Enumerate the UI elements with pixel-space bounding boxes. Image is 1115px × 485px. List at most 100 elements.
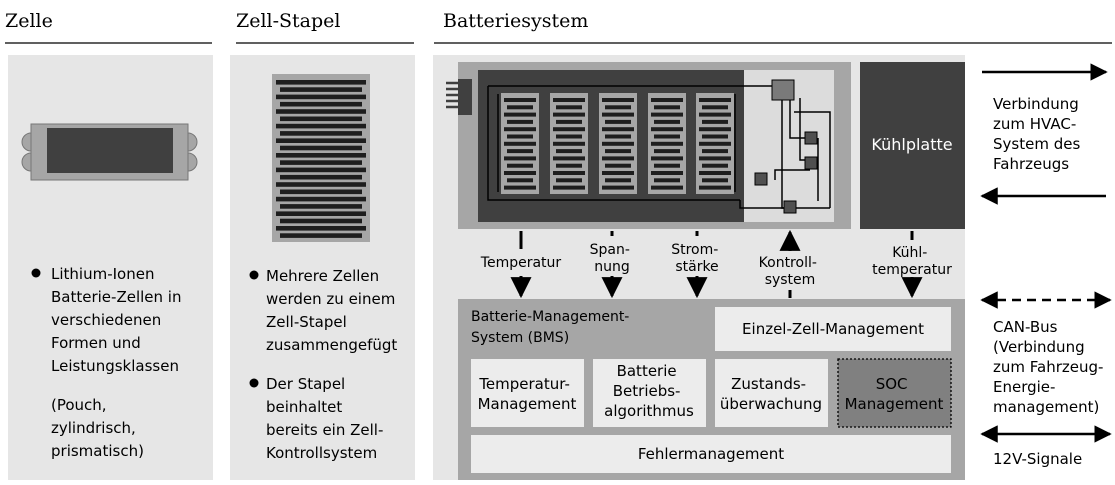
cell-stack-bar xyxy=(553,185,585,190)
cell-stack-bar xyxy=(556,178,582,183)
pack-connector xyxy=(446,79,472,115)
pack-wiring xyxy=(487,85,831,209)
stack-cell-bar xyxy=(276,123,366,129)
fehlermanagement-box xyxy=(471,435,951,473)
cell-stack-bar xyxy=(556,134,582,139)
cell-stack-bar xyxy=(699,127,731,132)
hvac-connection-label: Verbindung zum HVAC- System des Fahrzeug… xyxy=(993,95,1085,173)
cell-stack-bar xyxy=(507,178,533,183)
cell-stack-bar xyxy=(654,105,680,110)
cell-stack-bar xyxy=(504,127,536,132)
pouch-cell-illustration xyxy=(21,123,198,181)
stack-cell-bar xyxy=(276,153,366,158)
cell-stack-bar xyxy=(553,171,585,175)
stack-cell-bar xyxy=(276,138,366,143)
signal-stromstaerke: Strom- stärke xyxy=(671,242,723,275)
cell-stack-bar xyxy=(504,171,536,175)
cell-stack-bar xyxy=(504,112,536,117)
cell-stack-bar xyxy=(651,141,683,146)
signal-arrows xyxy=(510,229,923,299)
cell-stack-bar xyxy=(507,149,533,154)
heading-batteriesystem: Batteriesystem xyxy=(443,10,588,32)
signal-kontrollsystem: Kontroll- system xyxy=(759,255,822,288)
betriebsalgorithmus-label: Batterie Betriebs- algorithmus xyxy=(604,362,694,420)
cell-stack-bar xyxy=(651,156,683,161)
betriebsalgorithmus-box xyxy=(593,359,706,427)
stack-cell-bar xyxy=(280,233,362,238)
cell-stack-bar xyxy=(507,134,533,139)
cell-stack-bar xyxy=(702,149,728,154)
stapel-bullet-2-text: Der Stapel beinhaltet bereits ein Zell- … xyxy=(266,375,388,462)
cell-stack-bar xyxy=(702,163,728,168)
cell-stack-bar xyxy=(651,98,683,102)
cell-stack-bar xyxy=(654,163,680,168)
cell-stack-bar xyxy=(605,105,631,110)
cell-stack-bar xyxy=(556,163,582,168)
temperatur-management-box xyxy=(471,359,584,427)
cell-stack-bar xyxy=(504,156,536,161)
can-bus-label: CAN-Bus (Verbindung zum Fahrzeug- Energi… xyxy=(993,318,1108,416)
stack-cell-bar xyxy=(280,160,362,165)
temperatur-management-label: Temperatur- Management xyxy=(478,375,577,413)
cell-stack-bar xyxy=(605,163,631,168)
cell-stack-bar xyxy=(602,127,634,132)
cell-stack-bar xyxy=(553,156,585,161)
soc-management-box xyxy=(837,358,952,428)
zelle-bullet xyxy=(31,268,41,278)
cell-stack-bar xyxy=(556,149,582,154)
cell-stack-bar xyxy=(556,105,582,110)
cell-stack-bar xyxy=(651,127,683,132)
cell-stack-bar xyxy=(507,119,533,124)
heading-zelle: Zelle xyxy=(5,10,53,32)
cell-stack-bar xyxy=(553,98,585,102)
signal-spannung: Span- nung xyxy=(590,242,635,275)
cell-stack-bar xyxy=(654,134,680,139)
stack-cell-bar xyxy=(280,101,362,107)
stack-cell-bar xyxy=(276,167,366,173)
stack-cell-bar xyxy=(280,174,362,180)
signal-temperatur: Temperatur xyxy=(480,255,562,271)
stack-cell-bar xyxy=(280,189,362,195)
stack-cell-bar xyxy=(276,211,366,216)
kuehlplatte-box xyxy=(860,62,965,229)
right-arrows xyxy=(980,63,1112,443)
12v-signale-label: 12V-Signale xyxy=(993,450,1082,468)
cell-stack-bar xyxy=(654,178,680,183)
cell-stack-bar xyxy=(602,112,634,117)
cell-stack-bar xyxy=(699,156,731,161)
cell-stack-bar xyxy=(602,185,634,190)
cell-stack-bar xyxy=(702,119,728,124)
stapel-bullet-1 xyxy=(249,270,259,280)
cell-stack-bars xyxy=(276,80,366,238)
cell-stacks-in-pack xyxy=(501,93,734,194)
cell-stack-bar xyxy=(602,98,634,102)
cell-stack-bar xyxy=(605,178,631,183)
zelle-bullet-text: Lithium-Ionen Batterie-Zellen in verschi… xyxy=(51,265,186,375)
bms-title: Batterie-Management- System (BMS) xyxy=(471,309,634,346)
stapel-bullet-1-text: Mehrere Zellen werden zu einem Zell-Stap… xyxy=(266,267,400,354)
cell-stack-bar xyxy=(556,119,582,124)
soc-management-label: SOC Management xyxy=(845,375,944,413)
cell-stack-bar xyxy=(699,185,731,190)
cell-stack-bar xyxy=(507,105,533,110)
cell-stack-bar xyxy=(651,185,683,190)
cell-stack-bar xyxy=(699,98,731,102)
zustandsueberwachung-label: Zustands- überwachung xyxy=(720,375,822,413)
kuehlplatte-label: Kühlplatte xyxy=(871,135,952,154)
cell-stack-bar xyxy=(602,141,634,146)
stack-cell-bar xyxy=(280,204,362,209)
stack-cell-bar xyxy=(276,109,366,114)
stapel-bullet-2 xyxy=(249,378,259,388)
cell-stack-bar xyxy=(651,171,683,175)
cell-stack-bar xyxy=(699,112,731,117)
cell-stack-bar xyxy=(654,149,680,154)
stack-cell-bar xyxy=(276,196,366,202)
cell-stack-bar xyxy=(602,156,634,161)
cell-stack-bar xyxy=(605,149,631,154)
control-nodes xyxy=(754,79,818,214)
stack-cell-bar xyxy=(276,80,366,85)
stack-cell-bar xyxy=(276,226,366,231)
zustandsueberwachung-box xyxy=(715,359,828,427)
heading-zell-stapel: Zell-Stapel xyxy=(236,10,340,32)
cell-stack-bar xyxy=(553,141,585,146)
